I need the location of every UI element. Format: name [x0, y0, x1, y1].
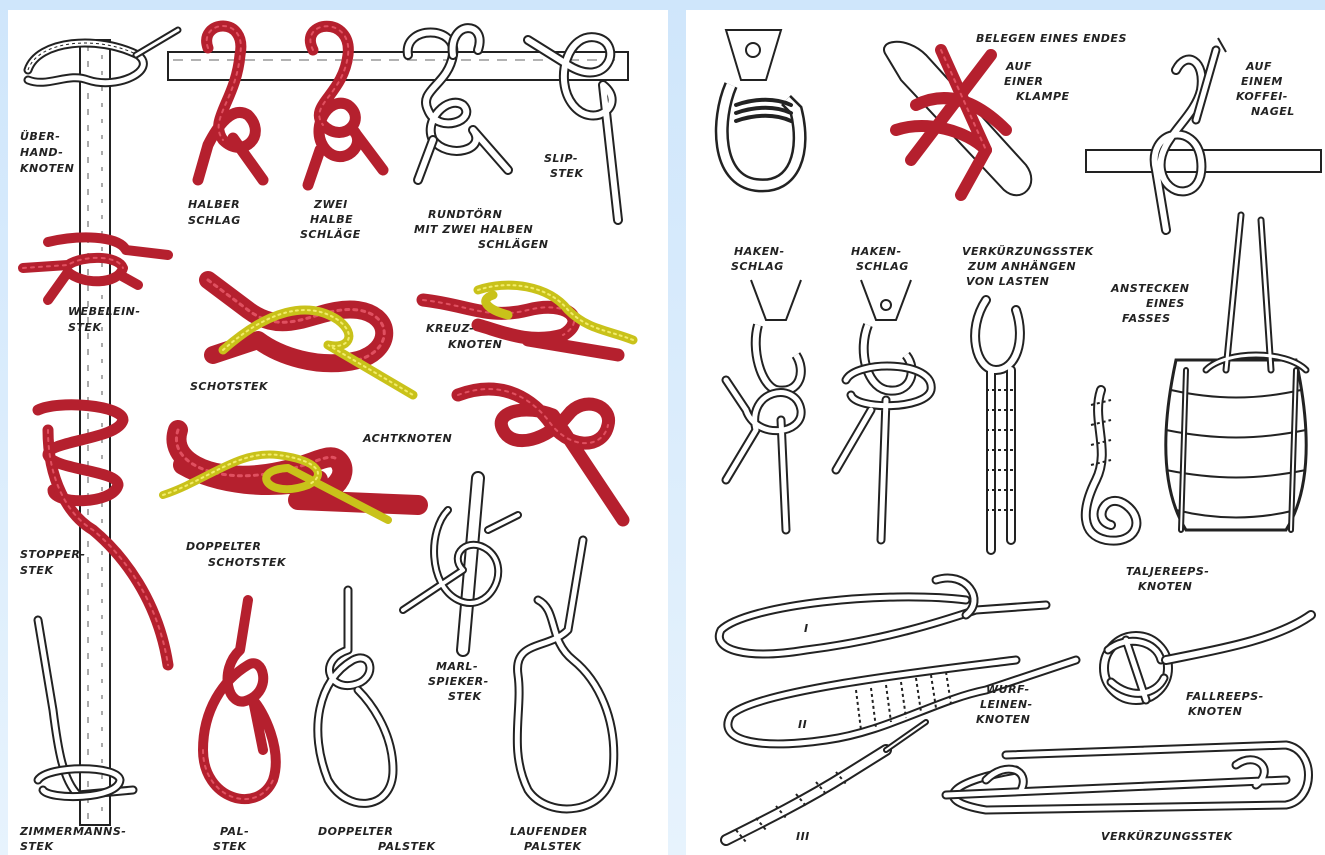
verkuerzungsstek-last-drawing — [975, 300, 1020, 550]
zimmermannstek-label: ZIMMERMANNS- STEK — [19, 825, 131, 853]
verkuerzungsstek-drawing — [946, 745, 1309, 810]
mausing-drawing — [722, 30, 800, 185]
taljereeps-label: TALJEREEPS- KNOTEN — [1126, 565, 1214, 593]
fass-drawing — [1166, 215, 1306, 530]
roman-1: I — [804, 622, 809, 635]
laufender-palstek-drawing — [517, 540, 614, 809]
anstecken-label: ANSTECKEN EINES FASSES — [1110, 282, 1194, 325]
verkuerzungsstek-last-label: VERKÜRZUNGSSTEK ZUM ANHÄNGEN VON LASTEN — [962, 244, 1098, 288]
doppelter-schotstek-label: DOPPELTER SCHOTSTEK — [186, 540, 287, 569]
wurfleinen-label: WURF- LEINEN- KNOTEN — [976, 683, 1037, 726]
belegen-label: BELEGEN EINES ENDES — [976, 32, 1127, 45]
hakenschlag-2-drawing — [836, 280, 931, 540]
roman-3: III — [796, 830, 810, 843]
rundtoern-label: RUNDTÖRN MIT ZWEI HALBEN SCHLÄGEN — [414, 207, 548, 251]
schotstek-label: SCHOTSTEK — [190, 380, 269, 393]
wurfleinen-1-drawing — [719, 578, 1046, 654]
left-knot-drawings: ÜBER- HAND- KNOTEN HALBER SCHLAG ZWEI HA… — [8, 10, 668, 855]
halber-schlag-label: HALBER SCHLAG — [188, 198, 244, 227]
left-knot-panel: ÜBER- HAND- KNOTEN HALBER SCHLAG ZWEI HA… — [8, 10, 668, 855]
ueberhandknoten-label: ÜBER- HAND- KNOTEN — [20, 129, 74, 175]
laufender-palstek-label: LAUFENDER PALSTEK — [510, 825, 592, 853]
doppelter-palstek-drawing — [318, 590, 393, 803]
zwei-halbe-schlaege-label: ZWEI HALBE SCHLÄGE — [300, 198, 361, 241]
hakenschlag-drawing — [726, 280, 801, 530]
right-knot-panel: BELEGEN EINES ENDES AUF EINER KLAMPE AUF… — [686, 10, 1325, 855]
achtknoten-label: ACHTKNOTEN — [362, 432, 452, 445]
right-knot-drawings: BELEGEN EINES ENDES AUF EINER KLAMPE AUF… — [686, 10, 1325, 855]
palstek-label: PAL- STEK — [213, 825, 253, 853]
verkuerzungsstek-label: VERKÜRZUNGSSTEK — [1101, 829, 1234, 843]
marlspiekerstek-label: MARL- SPIEKER- STEK — [428, 660, 493, 703]
klampe-label: AUF EINER KLAMPE — [1004, 60, 1070, 103]
fallreeps-drawing — [1104, 615, 1311, 700]
roman-2: II — [798, 718, 807, 731]
palstek-drawing — [203, 600, 276, 799]
rundtoern-drawing — [408, 28, 508, 180]
hakenschlag-2-label: HAKEN- SCHLAG — [851, 245, 909, 273]
slipstek-label: SLIP- STEK — [544, 152, 584, 180]
fallreeps-label: FALLREEPS- KNOTEN — [1186, 690, 1268, 718]
hakenschlag-label: HAKEN- SCHLAG — [731, 245, 789, 273]
koffeinagel-label: AUF EINEM KOFFEI- NAGEL — [1236, 60, 1295, 118]
zwei-halbe-schlaege-drawing — [308, 26, 383, 185]
taljereeps-drawing — [1086, 390, 1137, 541]
schotstek-drawing — [208, 280, 413, 395]
halber-schlag-drawing — [198, 26, 263, 180]
doppelter-palstek-label: DOPPELTER PALSTEK — [318, 825, 437, 853]
